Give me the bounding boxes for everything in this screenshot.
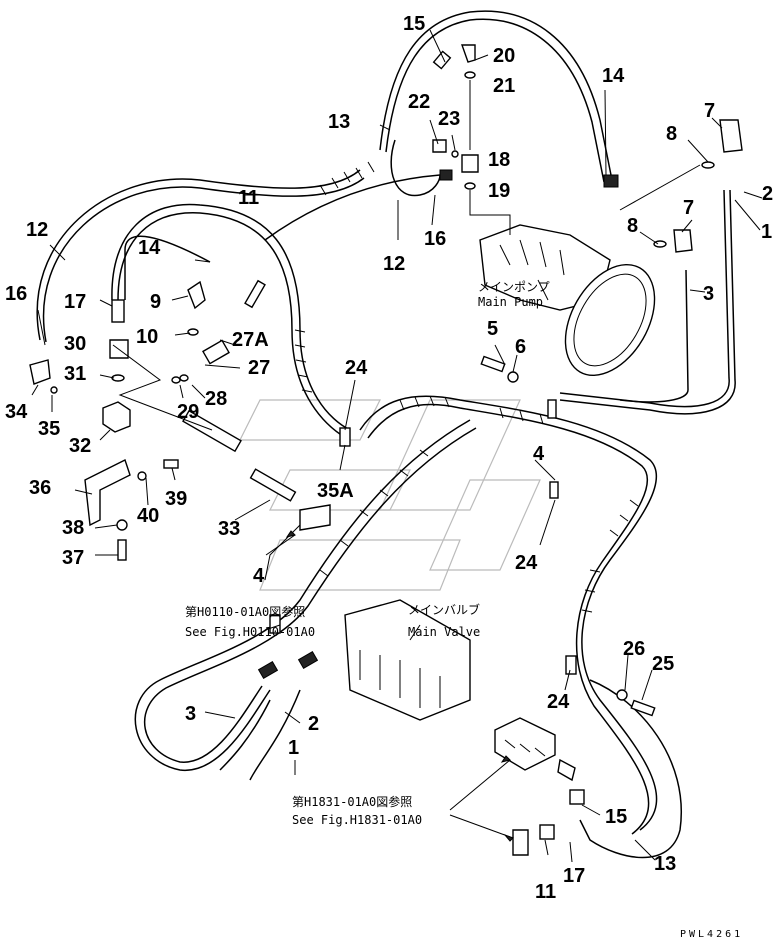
ref-h0110-jp: 第H0110-01A0図参照 <box>185 604 305 619</box>
main-valve <box>344 599 471 721</box>
callout-14-left: 14 <box>138 237 161 259</box>
fittings <box>29 44 743 856</box>
callout-24-top: 24 <box>345 357 368 379</box>
callout-32: 32 <box>69 435 91 457</box>
callout-22: 22 <box>408 91 430 113</box>
hoses <box>36 10 736 859</box>
callout-4-right: 4 <box>533 443 545 465</box>
callout-18: 18 <box>488 149 510 171</box>
manifold-block <box>494 717 556 771</box>
callout-4-left: 4 <box>253 565 265 587</box>
ref-h1831-en: See Fig.H1831-01A0 <box>292 813 422 827</box>
callout-3-bottom: 3 <box>185 703 196 725</box>
callout-39: 39 <box>165 488 187 510</box>
callout-9: 9 <box>150 291 161 313</box>
callout-1-bottom: 1 <box>288 737 299 759</box>
callout-11-top: 11 <box>238 187 259 209</box>
callout-6: 6 <box>515 336 526 358</box>
callout-24-mid: 24 <box>515 552 538 574</box>
callout-28: 28 <box>205 388 227 410</box>
clamps <box>269 399 577 675</box>
callout-31: 31 <box>64 363 86 385</box>
callout-21: 21 <box>493 75 515 97</box>
ref-h0110-en: See Fig.H0110-01A0 <box>185 625 315 639</box>
ref-h1831-jp: 第H1831-01A0図参照 <box>292 794 412 809</box>
callout-19: 19 <box>488 180 510 202</box>
callout-13-top: 13 <box>328 111 350 133</box>
callout-24-bottom: 24 <box>547 691 570 713</box>
main-valve-label-en: Main Valve <box>408 625 480 639</box>
callout-35a: 35A <box>317 480 354 502</box>
callout-17-left: 17 <box>64 291 86 313</box>
callout-20: 20 <box>493 45 515 67</box>
callout-12-mid: 12 <box>383 253 405 275</box>
callout-16-left: 16 <box>5 283 27 305</box>
callout-30: 30 <box>64 333 86 355</box>
callout-26: 26 <box>623 638 645 660</box>
callout-40: 40 <box>137 505 159 527</box>
callout-2-top: 2 <box>762 183 773 205</box>
callout-25: 25 <box>652 653 674 675</box>
main-valve-label-jp: メインバルブ <box>408 602 480 617</box>
callout-16-top: 16 <box>424 228 446 250</box>
leader-lines <box>31 29 763 863</box>
callout-35: 35 <box>38 418 60 440</box>
callout-17-bottom: 17 <box>563 865 585 887</box>
callout-2-bottom: 2 <box>308 713 319 735</box>
main-pump <box>479 224 656 377</box>
callout-8-top: 8 <box>666 123 677 145</box>
text-labels: メインポンプ Main Pump メインバルブ Main Valve 第H011… <box>185 280 743 940</box>
main-pump-label-jp: メインポンプ <box>478 280 550 294</box>
callout-33: 33 <box>218 518 240 540</box>
callout-37: 37 <box>62 547 84 569</box>
callout-29: 29 <box>177 401 199 423</box>
drawing-code: PWL4261 <box>680 929 743 940</box>
callout-1-top: 1 <box>761 221 772 243</box>
spiral-guard <box>294 161 639 613</box>
callout-13-bottom: 13 <box>654 853 676 875</box>
callout-15-top: 15 <box>403 13 425 35</box>
callout-7-mid: 7 <box>683 197 694 219</box>
callout-34: 34 <box>5 401 28 423</box>
callout-15-bottom: 15 <box>605 806 627 828</box>
callout-36: 36 <box>29 477 51 499</box>
callout-10: 10 <box>136 326 158 348</box>
callout-27: 27 <box>248 357 270 379</box>
callout-8-mid: 8 <box>627 215 638 237</box>
callout-3-top: 3 <box>703 283 714 305</box>
callout-12-left: 12 <box>26 219 48 241</box>
callout-numbers: 15 20 21 14 22 23 13 7 8 18 2 19 11 1 12… <box>5 13 773 903</box>
callout-14-top: 14 <box>602 65 625 87</box>
callout-11-bottom: 11 <box>535 881 556 903</box>
block-and-bracket <box>84 401 179 561</box>
callout-7-top: 7 <box>704 100 715 122</box>
callout-5: 5 <box>487 318 498 340</box>
main-pump-label-en: Main Pump <box>478 295 543 309</box>
callout-38: 38 <box>62 517 84 539</box>
callout-23: 23 <box>438 108 460 130</box>
callout-27a: 27A <box>232 329 269 351</box>
